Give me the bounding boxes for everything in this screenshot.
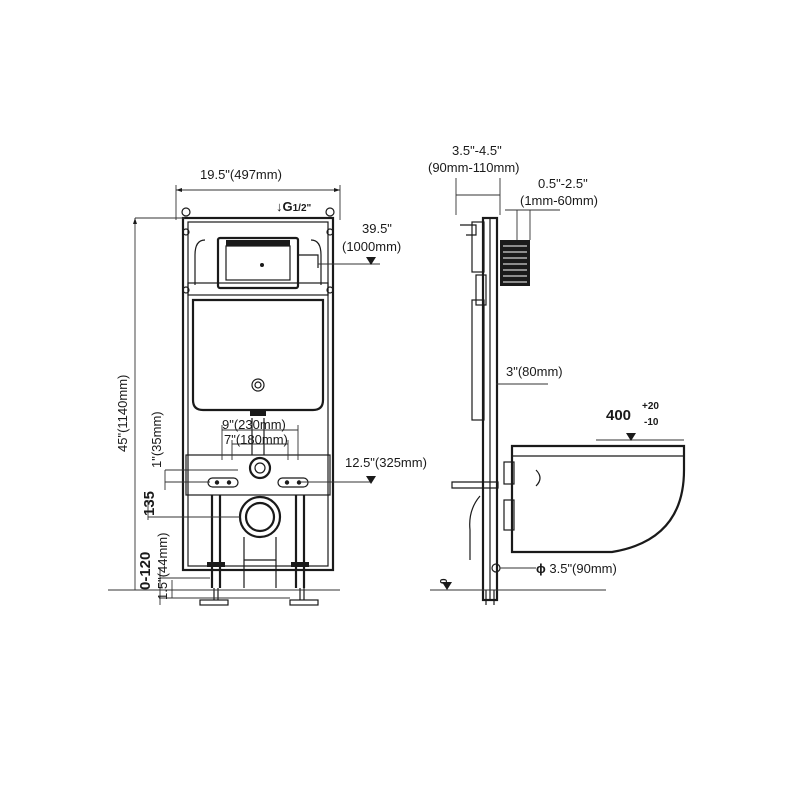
thread-letter: G	[282, 199, 293, 214]
bowl-tolerance-plus: +20	[642, 401, 659, 412]
cistern-tank	[191, 298, 325, 416]
front-dimension-lines	[108, 185, 380, 605]
front-view-frame	[181, 207, 335, 572]
pipe-diameter-value: 3.5"(90mm)	[549, 561, 617, 576]
stud-spacing-outer-label: 9"(230mm)	[222, 417, 286, 432]
thread-label: ↓G1/2"	[276, 199, 312, 214]
frame-depth-label: 3.5"-4.5"	[452, 143, 502, 158]
bowl-height-label: 400	[606, 407, 632, 424]
pipe-diameter-label: ϕ 3.5"(90mm)	[536, 562, 617, 575]
leg-adjust-label: 0-120	[137, 551, 154, 590]
flush-height-label: 39.5"	[362, 221, 392, 236]
diameter-symbol: ϕ	[536, 561, 546, 576]
frame-depth-mm-label: (90mm-110mm)	[428, 160, 520, 175]
depth-mark-label: 3"(80mm)	[506, 364, 563, 379]
base-offset-label: 1.5"(44mm)	[155, 532, 170, 600]
stud-spacing-inner-label: 7"(180mm)	[224, 432, 288, 447]
floor-mark-label: 0	[439, 578, 450, 584]
side-view-frame	[460, 216, 530, 605]
bolt-height-label: 12.5"(325mm)	[345, 455, 427, 470]
overall-height-label: 45"(1140mm)	[115, 374, 130, 452]
width-dimension-label: 19.5"(497mm)	[200, 167, 282, 182]
side-dimension-lines	[430, 178, 684, 591]
wall-thickness-label: 0.5"-2.5"	[538, 176, 588, 191]
wall-thickness-mm-label: (1mm-60mm)	[520, 193, 598, 208]
flush-valve	[216, 236, 319, 290]
bolt-offset-label: 1"(35mm)	[149, 411, 164, 468]
flush-height-mm-label: (1000mm)	[342, 239, 402, 254]
drain-offset-label: 135	[141, 490, 158, 516]
thread-size: 1/2"	[292, 203, 312, 214]
front-lower-assembly	[185, 418, 331, 606]
wall-hung-bowl	[451, 444, 686, 560]
bowl-tolerance-minus: -10	[644, 417, 659, 428]
